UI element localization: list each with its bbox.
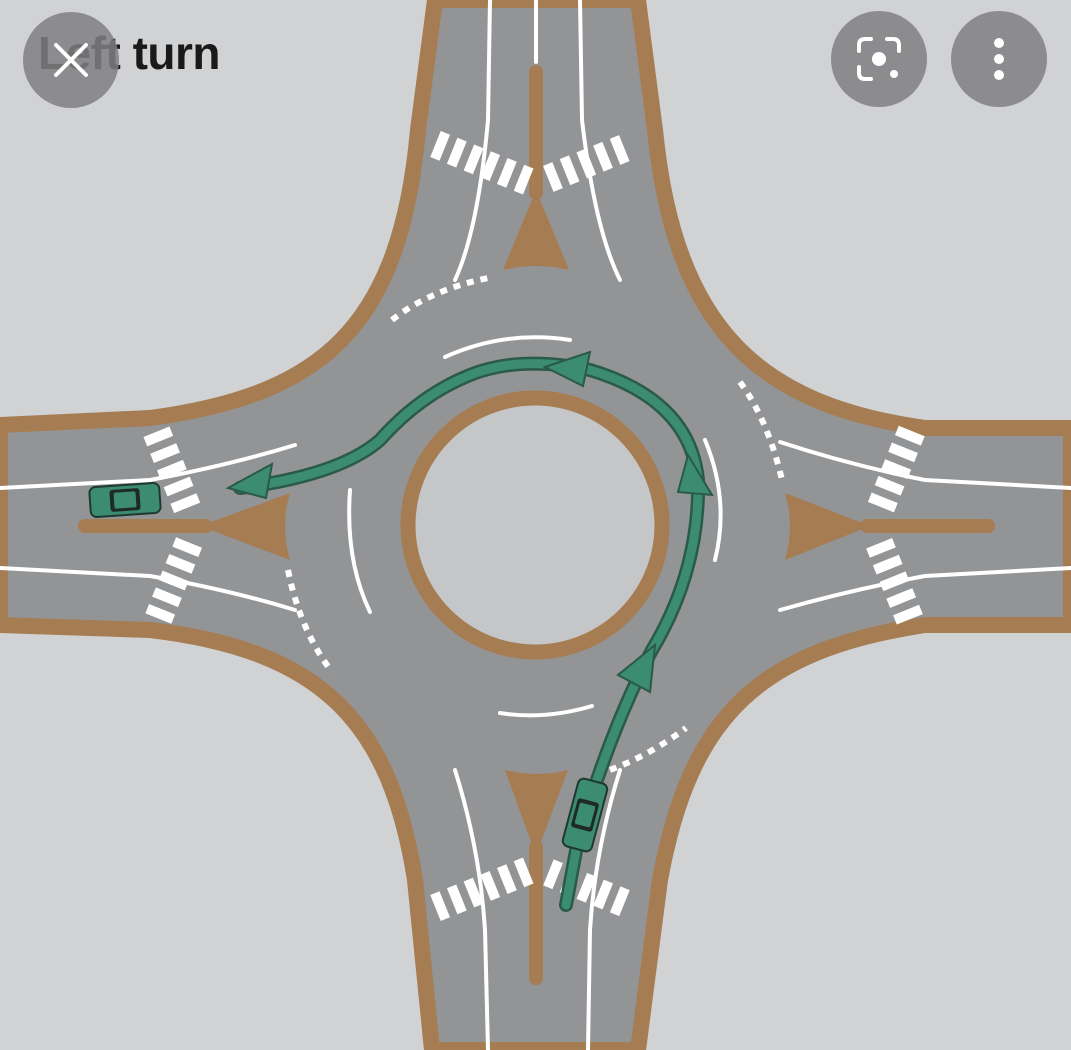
central-island (400, 390, 670, 660)
car-west (88, 481, 162, 519)
more-vertical-icon (994, 38, 1004, 80)
splitter-islands (78, 65, 995, 985)
close-icon (54, 43, 88, 77)
yield-lines (285, 275, 785, 773)
lens-icon (857, 37, 901, 81)
left-turn-path (225, 350, 714, 912)
lens-search-button[interactable] (831, 11, 927, 107)
crosswalks (143, 131, 925, 921)
more-options-button[interactable] (951, 11, 1047, 107)
car-south (561, 777, 609, 853)
close-button[interactable] (23, 12, 119, 108)
